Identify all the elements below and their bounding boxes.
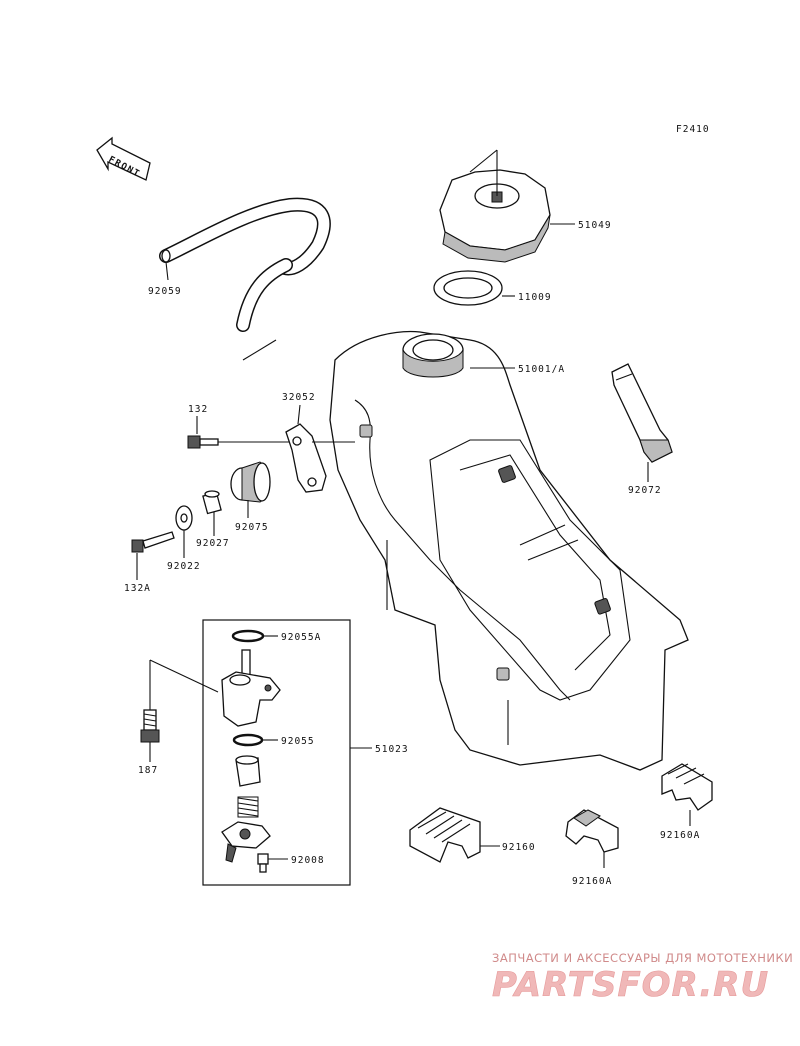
- pad-92160a-right: [661, 763, 713, 826]
- part-label-32052: 32052: [282, 392, 316, 403]
- part-label-11009: 11009: [518, 292, 552, 303]
- bracket: [285, 404, 355, 493]
- part-label-92008: 92008: [291, 855, 325, 866]
- part-label-92055a: 92055A: [281, 632, 321, 643]
- part-label-92027: 92027: [196, 538, 230, 549]
- part-label-51023: 51023: [375, 744, 409, 755]
- part-label-51049: 51049: [578, 220, 612, 231]
- part-label-92022: 92022: [167, 561, 201, 572]
- part-label-92075: 92075: [235, 522, 269, 533]
- tank-strap: [611, 363, 673, 482]
- part-label-132a: 132A: [124, 583, 151, 594]
- bolt-132: [187, 416, 290, 449]
- part-label-51001a: 51001/A: [518, 364, 565, 375]
- rubber-damper: [230, 461, 271, 518]
- washer: [175, 505, 193, 558]
- pad-92160: [409, 807, 500, 863]
- front-arrow-icon: FRONT: [96, 136, 151, 181]
- part-label-92059: 92059: [148, 286, 182, 297]
- part-label-92072: 92072: [628, 485, 662, 496]
- part-label-92160a-bottom: 92160A: [572, 876, 612, 887]
- diagram-code: F2410: [676, 124, 710, 135]
- part-label-92055: 92055: [281, 736, 315, 747]
- part-label-92160: 92160: [502, 842, 536, 853]
- collar: [202, 490, 222, 536]
- watermark-caption: ЗАПЧАСТИ И АКСЕССУАРЫ ДЛЯ МОТОТЕХНИКИ: [492, 951, 793, 965]
- pad-92160a-bottom: [565, 809, 619, 868]
- fuel-cap: [439, 149, 575, 263]
- part-label-187: 187: [138, 765, 158, 776]
- fuel-cock-assembly: [149, 619, 372, 886]
- bolt-187: [140, 709, 160, 762]
- fuel-tank: [329, 330, 689, 771]
- part-label-92160a-right: 92160A: [660, 830, 700, 841]
- part-label-132: 132: [188, 404, 208, 415]
- bolt-132a: [131, 531, 175, 580]
- cap-gasket: [433, 270, 515, 306]
- watermark-logo: PARTSFOR.RU: [492, 965, 769, 1005]
- fuel-hose: [159, 197, 331, 361]
